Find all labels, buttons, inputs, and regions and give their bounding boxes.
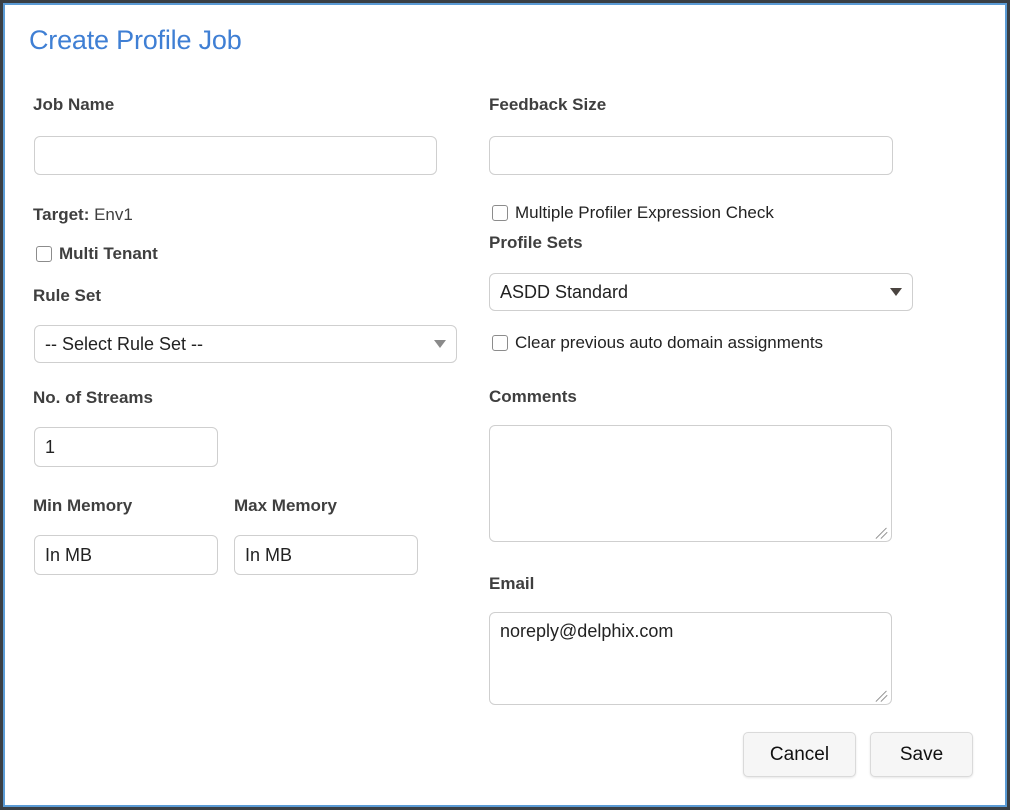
- rule-set-label: Rule Set: [33, 286, 102, 305]
- clear-domain-label: Clear previous auto domain assignments: [515, 333, 824, 352]
- rule-set-select[interactable]: -- Select Rule Set --: [34, 325, 457, 363]
- save-button[interactable]: Save: [870, 732, 973, 777]
- multi-tenant-row[interactable]: Multi Tenant: [36, 244, 158, 263]
- target-key: Target:: [33, 205, 90, 224]
- multi-tenant-checkbox[interactable]: [36, 246, 52, 262]
- multiple-profiler-checkbox[interactable]: [492, 205, 508, 221]
- job-name-input[interactable]: [34, 136, 437, 175]
- comments-textarea[interactable]: [489, 425, 892, 542]
- streams-input[interactable]: [34, 427, 218, 467]
- target-value: Env1: [94, 205, 133, 224]
- multiple-profiler-row[interactable]: Multiple Profiler Expression Check: [492, 203, 774, 222]
- profile-sets-select[interactable]: ASDD Standard: [489, 273, 913, 311]
- chevron-down-icon: [890, 288, 902, 296]
- email-textarea[interactable]: [489, 612, 892, 705]
- feedback-size-label: Feedback Size: [489, 95, 607, 114]
- job-name-label: Job Name: [33, 95, 115, 114]
- min-memory-label: Min Memory: [33, 496, 133, 515]
- email-label: Email: [489, 574, 535, 593]
- profile-sets-selected-value: ASDD Standard: [500, 281, 629, 302]
- multi-tenant-label: Multi Tenant: [59, 244, 158, 263]
- rule-set-selected-value: -- Select Rule Set --: [45, 333, 204, 354]
- streams-label: No. of Streams: [33, 388, 153, 407]
- create-profile-job-dialog: Create Profile Job Job Name Target: Env1…: [3, 3, 1007, 807]
- profile-sets-label: Profile Sets: [489, 233, 583, 252]
- feedback-size-input[interactable]: [489, 136, 893, 175]
- cancel-button[interactable]: Cancel: [743, 732, 856, 777]
- multiple-profiler-label: Multiple Profiler Expression Check: [515, 203, 774, 222]
- clear-domain-checkbox[interactable]: [492, 335, 508, 351]
- max-memory-label: Max Memory: [234, 496, 337, 515]
- clear-domain-row[interactable]: Clear previous auto domain assignments: [492, 333, 824, 352]
- target-row: Target: Env1: [33, 205, 133, 225]
- max-memory-input[interactable]: [234, 535, 418, 575]
- page-title: Create Profile Job: [29, 25, 242, 55]
- comments-label: Comments: [489, 387, 577, 406]
- min-memory-input[interactable]: [34, 535, 218, 575]
- chevron-down-icon: [434, 340, 446, 348]
